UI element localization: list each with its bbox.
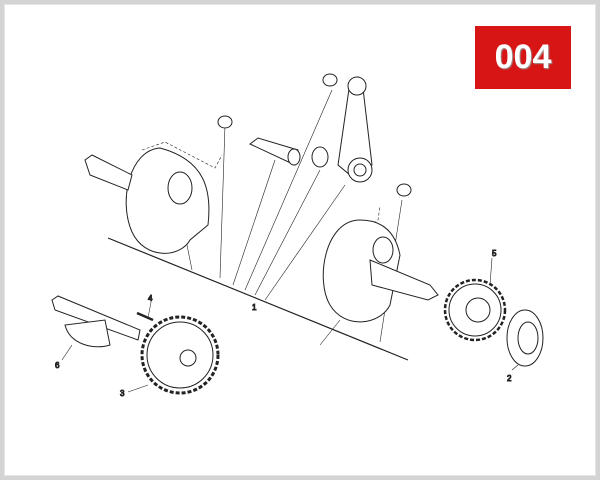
connecting-rod (337, 76, 373, 183)
callout-6: 6 (55, 361, 60, 370)
callout-leaders (61, 257, 519, 393)
bushing-small (217, 73, 412, 197)
leader-lines (141, 89, 403, 346)
sprocket-5 (443, 278, 507, 342)
callout-4: 4 (148, 294, 153, 303)
callout-1: 1 (252, 303, 257, 312)
callout-3: 3 (120, 389, 125, 398)
diagram-number-badge: 004 (475, 26, 571, 89)
crank-pin (249, 137, 301, 166)
callout-5: 5 (492, 249, 497, 258)
pin-4 (136, 311, 154, 322)
balance-shaft-6 (51, 295, 141, 348)
left-crank-half (84, 147, 210, 254)
gear-3 (140, 315, 220, 395)
baseline (107, 237, 409, 361)
callout-2: 2 (507, 374, 512, 383)
needle-bearing (311, 146, 329, 168)
right-crank-half (322, 219, 439, 323)
washer-2 (506, 309, 544, 367)
